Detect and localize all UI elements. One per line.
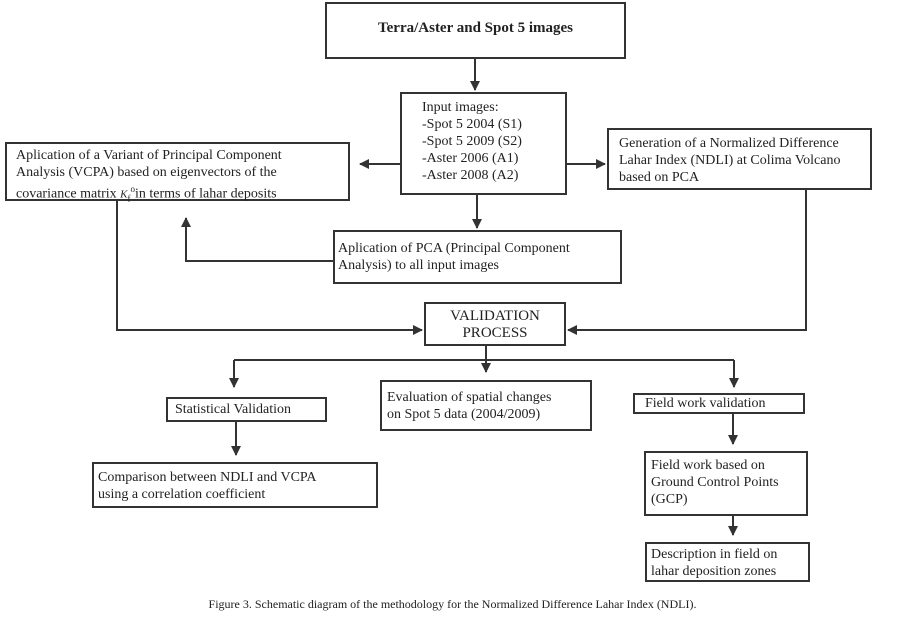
input-image-s1: -Spot 5 2004 (S1)	[422, 117, 522, 132]
comparison-box: Comparison between NDLI and VCPA using a…	[92, 462, 378, 508]
source-images-box: Terra/Aster and Spot 5 images	[325, 2, 626, 59]
figure-caption: Figure 3. Schematic diagram of the metho…	[208, 597, 697, 611]
gcp-line-2: Ground Control Points	[651, 475, 779, 490]
covariance-matrix-subscript: f	[127, 193, 131, 204]
input-image-s2: -Spot 5 2009 (S2)	[422, 134, 522, 149]
validation-line-2: PROCESS	[462, 325, 528, 341]
covariance-matrix-symbol: K	[120, 188, 128, 201]
input-images-box: Input images: -Spot 5 2004 (S1) -Spot 5 …	[400, 92, 567, 195]
description-line-1: Description in field on	[651, 547, 778, 562]
arrow-ndli-to-validation	[567, 190, 807, 335]
vcpa-line-1: Aplication of a Variant of Principal Com…	[16, 148, 282, 163]
vcpa-line-3-start: covariance matrix	[16, 186, 121, 202]
ndli-line-3: based on PCA	[619, 170, 700, 185]
covariance-matrix-superscript: o	[130, 184, 136, 194]
description-box: Description in field on lahar deposition…	[645, 542, 810, 582]
vcpa-line-3-end: in terms of lahar deposits	[135, 186, 277, 202]
validation-line-1: VALIDATION	[450, 308, 540, 324]
input-image-a2: -Aster 2008 (A2)	[422, 168, 519, 183]
spatial-changes-line-2: on Spot 5 data (2004/2009)	[387, 407, 541, 422]
comparison-line-2: using a correlation coefficient	[98, 487, 266, 502]
statistical-validation-label: Statistical Validation	[175, 402, 292, 417]
spatial-changes-box: Evaluation of spatial changes on Spot 5 …	[380, 380, 592, 431]
fieldwork-validation-label: Field work validation	[645, 396, 766, 411]
validation-process-box: VALIDATION PROCESS	[424, 302, 566, 346]
arrow-vcpa-to-validation	[116, 201, 423, 335]
fieldwork-validation-box: Field work validation	[633, 393, 805, 414]
arrow-pca-to-vcpa	[181, 217, 333, 262]
gcp-line-3: (GCP)	[651, 492, 688, 507]
description-line-2: lahar deposition zones	[651, 564, 777, 579]
gcp-box: Field work based on Ground Control Point…	[644, 451, 808, 516]
pca-line-1: Aplication of PCA (Principal Component	[338, 241, 570, 256]
vcpa-line-3: covariance matrix Kfoin terms of lahar d…	[16, 181, 348, 207]
pca-box: Aplication of PCA (Principal Component A…	[333, 230, 622, 284]
ndli-line-1: Generation of a Normalized Difference	[619, 136, 839, 151]
source-images-label: Terra/Aster and Spot 5 images	[378, 20, 573, 36]
statistical-validation-box: Statistical Validation	[166, 397, 327, 422]
pca-line-2: Analysis) to all input images	[338, 258, 499, 273]
vcpa-line-2: Analysis (VCPA) based on eigenvectors of…	[16, 165, 277, 180]
gcp-line-1: Field work based on	[651, 458, 765, 473]
spatial-changes-line-1: Evaluation of spatial changes	[387, 390, 552, 405]
comparison-line-1: Comparison between NDLI and VCPA	[98, 470, 317, 485]
input-images-heading: Input images:	[422, 100, 499, 115]
input-image-a1: -Aster 2006 (A1)	[422, 151, 519, 166]
ndli-box: Generation of a Normalized Difference La…	[607, 128, 872, 190]
vcpa-box: Aplication of a Variant of Principal Com…	[5, 142, 350, 203]
ndli-line-2: Lahar Index (NDLI) at Colima Volcano	[619, 153, 841, 168]
